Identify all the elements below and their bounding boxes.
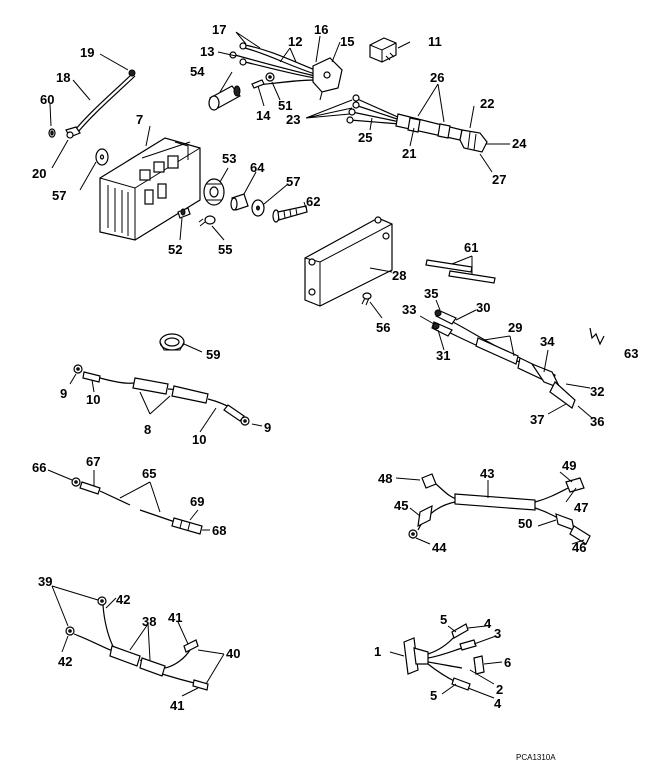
- washer-part: [95, 148, 109, 166]
- callout-39: 39: [38, 574, 52, 589]
- callout-63: 63: [624, 346, 638, 361]
- callout-57-b: 57: [286, 174, 300, 189]
- callout-20: 20: [32, 166, 46, 181]
- boot-and-terminal: [208, 72, 275, 111]
- callout-56: 56: [376, 320, 390, 335]
- callout-15: 15: [340, 34, 354, 49]
- callout-42-b: 42: [58, 654, 72, 669]
- callout-35: 35: [424, 286, 438, 301]
- callout-61: 61: [464, 240, 478, 255]
- starter-lead-assembly: [65, 596, 209, 691]
- callout-21: 21: [402, 146, 416, 161]
- callout-37: 37: [530, 412, 544, 427]
- battery-cable-harness: [408, 473, 591, 545]
- callout-4-b: 4: [494, 696, 502, 711]
- trim-sender-harness: [431, 309, 576, 409]
- callout-68: 68: [212, 523, 226, 538]
- callout-11: 11: [428, 34, 442, 49]
- callout-64: 64: [250, 160, 265, 175]
- ignition-switch-assembly: [403, 623, 485, 691]
- mount-hardware: [203, 178, 308, 223]
- callout-1: 1: [374, 644, 381, 659]
- callout-66: 66: [32, 460, 46, 475]
- callout-24: 24: [512, 136, 527, 151]
- callout-5-b: 5: [430, 688, 437, 703]
- callout-13: 13: [200, 44, 214, 59]
- callout-30: 30: [476, 300, 490, 315]
- callout-16: 16: [314, 22, 328, 37]
- callout-60: 60: [40, 92, 54, 107]
- callout-18: 18: [56, 70, 70, 85]
- callout-45: 45: [394, 498, 408, 513]
- ground-lead-assembly: [73, 364, 250, 426]
- callout-17: 17: [212, 22, 226, 37]
- callout-2: 2: [496, 682, 503, 697]
- callout-49: 49: [562, 458, 576, 473]
- leader-lines: [47, 31, 593, 699]
- callout-22: 22: [480, 96, 494, 111]
- sensor-harness: [346, 94, 488, 153]
- reference-code: PCA1310A: [516, 753, 556, 762]
- spring-clip: [589, 327, 605, 346]
- callout-26: 26: [430, 70, 444, 85]
- callout-33: 33: [402, 302, 416, 317]
- pin-pair: [425, 259, 496, 284]
- callout-54: 54: [190, 64, 205, 79]
- callout-9: 9: [60, 386, 67, 401]
- connector-harness-top: [229, 42, 343, 101]
- callout-10: 10: [86, 392, 100, 407]
- callout-65: 65: [142, 466, 156, 481]
- callout-9-b: 9: [264, 420, 271, 435]
- callout-59: 59: [206, 347, 220, 362]
- callout-3: 3: [494, 626, 501, 641]
- callout-5: 5: [440, 612, 447, 627]
- clip-and-screw: [177, 207, 216, 227]
- callout-57: 57: [52, 188, 66, 203]
- callout-69: 69: [190, 494, 204, 509]
- relay-part: [369, 37, 397, 63]
- callout-6: 6: [504, 655, 511, 670]
- power-pack-box: [99, 137, 201, 241]
- callout-50: 50: [518, 516, 532, 531]
- callout-23: 23: [286, 112, 300, 127]
- jumper-lead-assembly: [71, 477, 203, 535]
- callout-41-b: 41: [170, 698, 184, 713]
- callout-47: 47: [574, 500, 588, 515]
- callout-10-b: 10: [192, 432, 206, 447]
- callout-53: 53: [222, 151, 236, 166]
- callout-40: 40: [226, 646, 240, 661]
- callout-32: 32: [590, 384, 604, 399]
- callout-34: 34: [540, 334, 555, 349]
- callout-46: 46: [572, 540, 586, 555]
- callout-27: 27: [492, 172, 506, 187]
- module-cover: [304, 216, 393, 307]
- ground-strap-assembly: [48, 69, 136, 139]
- callout-29: 29: [508, 320, 522, 335]
- callout-36: 36: [590, 414, 604, 429]
- callout-7: 7: [136, 112, 143, 127]
- callout-55: 55: [218, 242, 232, 257]
- callout-41: 41: [168, 610, 182, 625]
- callout-38: 38: [142, 614, 156, 629]
- callout-4: 4: [484, 616, 492, 631]
- callout-labels: 19 18 60 20 57 7 17 13 12 16 15 11 54 14…: [32, 22, 638, 713]
- callout-67: 67: [86, 454, 100, 469]
- callout-25: 25: [358, 130, 372, 145]
- callout-31: 31: [436, 348, 450, 363]
- callout-42: 42: [116, 592, 130, 607]
- callout-8: 8: [144, 422, 151, 437]
- callout-43: 43: [480, 466, 494, 481]
- cable-clamp: [159, 333, 185, 351]
- callout-52: 52: [168, 242, 182, 257]
- callout-62: 62: [306, 194, 320, 209]
- callout-51: 51: [278, 98, 292, 113]
- callout-14: 14: [256, 108, 271, 123]
- callout-44: 44: [432, 540, 447, 555]
- callout-48: 48: [378, 471, 392, 486]
- callout-12: 12: [288, 34, 302, 49]
- callout-28: 28: [392, 268, 406, 283]
- callout-19: 19: [80, 45, 94, 60]
